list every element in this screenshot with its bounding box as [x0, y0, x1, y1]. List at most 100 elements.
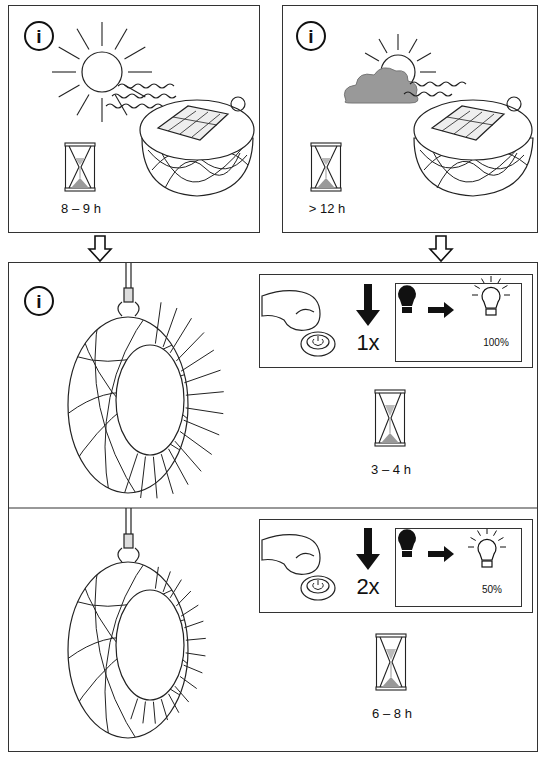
info-icon: i [24, 286, 54, 316]
light-ray [161, 699, 167, 720]
hourglass-post [65, 146, 66, 188]
press-arrow [356, 284, 380, 326]
hourglass-sand [321, 158, 331, 165]
hourglass-sand [382, 677, 400, 687]
divider-line [8, 507, 538, 508]
solar-lamp [140, 97, 254, 196]
light-ray [170, 580, 181, 598]
bulb-ray [475, 286, 480, 289]
hourglass-cap [376, 687, 406, 690]
bulb-icons [398, 528, 506, 567]
solar-lamp [414, 97, 533, 196]
instruction-box: 1x 100% [259, 274, 533, 368]
bulb-ray [472, 295, 478, 296]
light-ray [186, 638, 206, 640]
light-ray [180, 676, 197, 688]
duration-label: 50% [482, 584, 502, 595]
sun-ray-waves [106, 82, 466, 108]
duration-label: 2x [356, 575, 379, 599]
info-letter: i [36, 292, 41, 311]
hourglass-stream [80, 167, 81, 178]
sun-ray [101, 98, 102, 122]
light-ray [181, 605, 198, 616]
duration-label: 3 – 4 h [371, 463, 411, 477]
hourglass-post [376, 637, 377, 687]
light-ray [176, 591, 191, 606]
hourglass-stream [390, 418, 391, 433]
light-ray [181, 350, 214, 371]
hourglass [311, 143, 341, 191]
hanging-lamp [60, 508, 206, 745]
instruction-box: 2x 50% [259, 519, 533, 613]
sun-ray [128, 71, 152, 72]
hourglass [65, 143, 95, 191]
sun-ray [77, 95, 89, 116]
duration-label: 1x [356, 331, 379, 355]
light-ray [131, 699, 138, 720]
hourglass-glass [380, 637, 402, 687]
sun-ray [417, 53, 431, 61]
hourglass-sand [385, 405, 395, 416]
bulb-ray [500, 547, 506, 548]
hourglass-glass [69, 146, 91, 188]
duration-label: 100% [483, 337, 509, 348]
light-ray [125, 454, 138, 493]
light-ray [184, 370, 220, 383]
info-icon: i [24, 21, 54, 51]
hourglass-post [375, 393, 376, 443]
duration-label: 8 – 9 h [61, 202, 101, 216]
bulb-ray [491, 276, 492, 282]
hourglass-cap [375, 390, 405, 393]
light-ray [176, 332, 204, 361]
cloud [344, 68, 418, 103]
sun-ray [420, 71, 436, 72]
bulb-ray [504, 295, 510, 296]
hourglass-stream [326, 167, 327, 178]
hourglass-cap [311, 188, 341, 191]
light-ray [175, 686, 189, 702]
bulb-ray [468, 547, 474, 548]
hourglass-cap [65, 143, 95, 146]
light-ray [155, 302, 161, 343]
sun-ray [125, 47, 146, 59]
hanging-lamp [60, 262, 224, 500]
light-ray [161, 454, 173, 494]
light-ray [184, 665, 203, 673]
info-letter: i [308, 27, 313, 46]
bulb-ray [478, 531, 481, 536]
hourglass-post [311, 146, 312, 188]
info-letter: i [36, 27, 41, 46]
hourglass-sand [381, 433, 399, 443]
light-ray [155, 567, 158, 589]
sun-ray [52, 71, 76, 72]
bulb-ray [502, 286, 507, 289]
hourglass-cap [375, 443, 405, 446]
hourglass-post [404, 393, 405, 443]
light-ray [186, 392, 224, 396]
hourglass [376, 634, 406, 690]
hourglass-sand [386, 649, 396, 660]
hourglass-cap [311, 143, 341, 146]
light-ray [153, 702, 155, 724]
duration-label: 6 – 8 h [372, 707, 412, 721]
hourglass-glass [379, 393, 401, 443]
hourglass-cap [65, 188, 95, 191]
sun-ray [59, 85, 80, 97]
hourglass [375, 390, 405, 446]
sun-ray [59, 47, 80, 59]
sun-ray [77, 29, 89, 50]
light-ray [180, 431, 212, 454]
flow-arrow [89, 236, 111, 261]
hourglass-sand [75, 158, 85, 165]
light-ray [184, 621, 203, 628]
light-ray [186, 653, 206, 656]
light-ray [186, 408, 224, 414]
bulb-ray [471, 538, 476, 541]
duration-label: > 12 h [309, 202, 346, 216]
sun-ray [365, 53, 379, 61]
hourglass-stream [391, 662, 392, 677]
info-icon: i [296, 21, 326, 51]
sun-ray [397, 34, 398, 50]
info-panel: 8 – 9 h i [8, 5, 260, 233]
